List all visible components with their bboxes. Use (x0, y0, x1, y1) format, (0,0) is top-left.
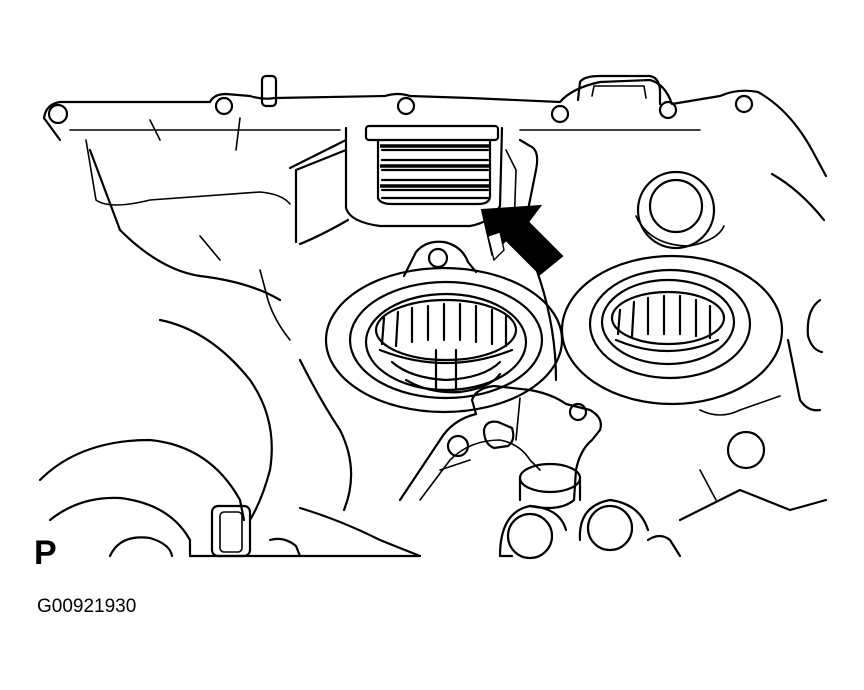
bearing-bracket-tab (402, 240, 478, 278)
bolt-boss (734, 94, 754, 114)
top-bracket-inner (591, 85, 647, 99)
left-bearing-shaft (434, 348, 458, 390)
dowel-pin (260, 74, 278, 108)
left-bearing-rollers (374, 298, 518, 382)
lower-boss-ring (498, 498, 650, 558)
arrow-shaft-white (487, 231, 505, 262)
plate-edge (419, 439, 541, 501)
case-edge-right (770, 172, 826, 354)
lower-boss (586, 504, 634, 552)
plate-edge (439, 397, 521, 471)
top-bracket (576, 74, 662, 106)
shaft-housing-left (288, 138, 350, 246)
bracket-foot (268, 537, 302, 558)
shaft-housing (344, 126, 504, 228)
plate-bolt-hole (446, 434, 470, 458)
bolt-boss (214, 96, 234, 116)
bolt-boss (47, 103, 69, 125)
lower-edge (678, 488, 828, 522)
lower-left-gear-inner (48, 496, 192, 558)
right-lower-web (699, 395, 781, 416)
view-marker-label: P (34, 534, 57, 572)
case-lower-curve (298, 506, 422, 558)
right-bearing-race-inner (600, 278, 736, 366)
round-boss (636, 170, 716, 250)
plate-bolt-hole (568, 402, 588, 422)
bolt-boss (550, 104, 570, 124)
bolt-boss (658, 100, 678, 120)
bolt-boss (396, 96, 416, 116)
plate-slot (482, 420, 515, 450)
lower-left-housing (158, 318, 273, 522)
right-bearing-race (588, 268, 752, 380)
lower-left-housing (199, 235, 291, 341)
lower-left-gear-hub (108, 536, 174, 558)
bracket-block-inner (219, 511, 243, 553)
case-edge-left (42, 116, 353, 512)
left-bearing-bore (404, 372, 502, 394)
splined-shaft (364, 124, 500, 142)
left-bearing-race-inner (364, 292, 528, 392)
right-bearing-race-outer (560, 254, 784, 406)
shaft-splines (380, 148, 490, 200)
lower-left-gear (38, 438, 246, 522)
bracket-block (210, 504, 252, 558)
round-boss-inner (648, 178, 704, 234)
splined-shaft-body (376, 138, 492, 206)
right-lower-web (699, 469, 717, 501)
case-edge-right (786, 338, 822, 412)
lower-left-housing (88, 148, 282, 302)
right-bearing-rollers (610, 290, 726, 353)
case-rib (149, 117, 241, 151)
bore-wall (518, 476, 582, 502)
figure-code-label: G00921930 (37, 596, 137, 617)
lower-edge (646, 534, 682, 558)
lower-boss (506, 512, 554, 560)
shaft-splines-heavy (380, 144, 490, 188)
bracket-bolt-hole (427, 247, 449, 269)
case-outline-top (42, 78, 828, 178)
left-bearing-race (348, 280, 544, 400)
right-lower-boss (726, 430, 766, 470)
case-rib (85, 139, 291, 206)
round-boss-base (635, 215, 725, 247)
bore-hole (518, 462, 582, 494)
